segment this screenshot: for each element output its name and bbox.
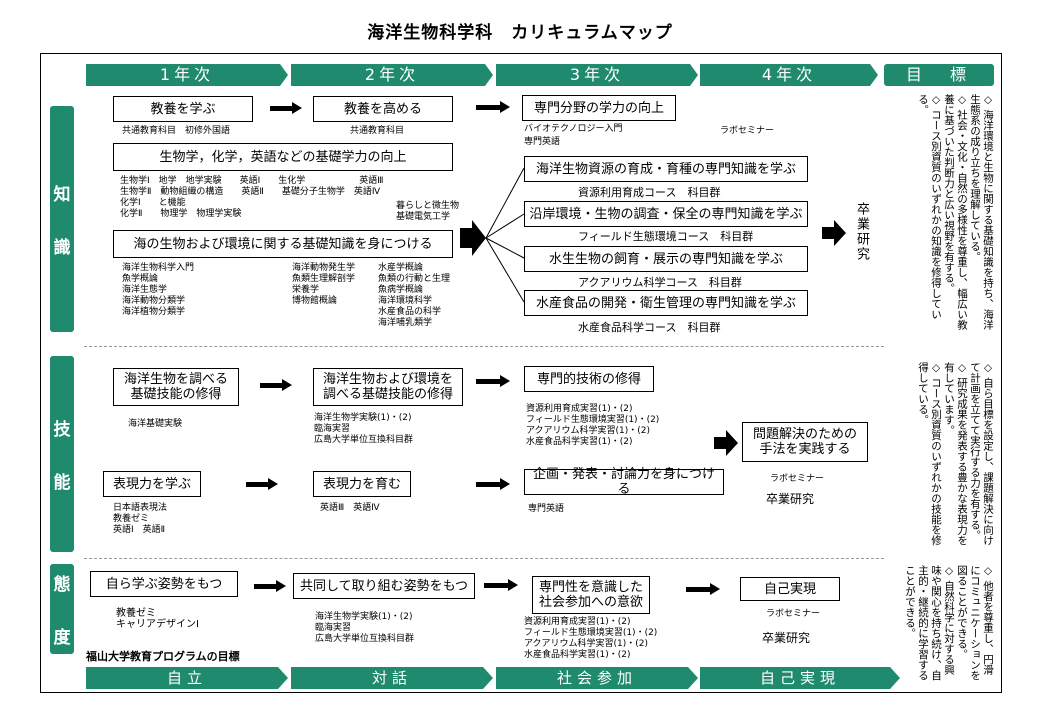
s-sub-basic: 海洋基礎実験 — [128, 419, 183, 429]
a-box-self-learning: 自ら学ぶ姿勢をもつ — [90, 571, 238, 597]
k-branch-lines — [460, 167, 525, 303]
section-attitude-char-2: 度 — [53, 628, 71, 648]
goal-skill: ◇ 自ら目標を設定し、課題解決に向けて計画を立てて実行する力を有する。 ◇ 研究… — [917, 362, 994, 546]
k-sub-advance-liberal: 共通教育科目 — [350, 126, 405, 136]
divider-1 — [84, 346, 884, 347]
k-sub-marine-basics-1: 海洋生物科学入門 魚学概論 海洋生態学 海洋動物分類学 海洋植物分類学 — [122, 263, 195, 317]
footer-banner-4: 自己実現 — [700, 667, 900, 689]
k-sub-basic-skills: 生物学Ⅰ 地学 地学実験 英語Ⅰ 生化学 英語Ⅲ 生物学Ⅱ 動物組織の構造 英語… — [120, 176, 384, 219]
k-sub-english: 専門英語 — [524, 137, 561, 147]
footer-banner-3: 社会参加 — [496, 667, 698, 689]
k-box-course-field: 沿岸環境・生物の調査・保全の専門知識を学ぶ — [524, 201, 808, 227]
s-box-tech: 専門的技術の修得 — [524, 366, 654, 392]
k-box-specialty: 専門分野の学力の向上 — [522, 95, 676, 121]
a-sub-social: 資源利用育成実習(1)・(2) フィールド生態環境実習(1)・(2) アクアリウ… — [524, 617, 658, 660]
a-sub-grad: 卒業研究 — [762, 631, 811, 645]
s-box-problem: 問題解決のための 手法を実践する — [742, 422, 868, 462]
year-header-1: 1年次 — [86, 64, 288, 86]
k-sub-biotech: バイオテクノロジー入門 — [524, 124, 623, 134]
divider-2 — [84, 558, 884, 559]
a-box-cooperate: 共同して取り組む姿勢をもつ — [293, 573, 475, 599]
year-header-4: 4年次 — [700, 64, 878, 86]
k-box-course-food: 水産食品の開発・衛生管理の専門知識を学ぶ — [524, 290, 808, 316]
footer-banner-1: 自立 — [86, 667, 288, 689]
s-sub-expression: 日本語表現法 教養ゼミ 英語Ⅰ 英語Ⅱ — [113, 503, 168, 535]
s-sub-present: 専門英語 — [528, 504, 565, 514]
goal-header: 目 標 — [884, 64, 994, 86]
k-branch-line-1 — [485, 167, 525, 239]
s-sub-tech: 資源利用育成実習(1)・(2) フィールド生態環境実習(1)・(2) アクアリウ… — [526, 404, 660, 447]
a-box-self-actualization: 自己実現 — [740, 577, 840, 601]
s-sub-expression-grow: 英語Ⅲ 英語Ⅳ — [320, 503, 380, 513]
k-sub-lab-seminar: ラボセミナー — [720, 126, 775, 136]
s-sub-grad: 卒業研究 — [766, 492, 815, 506]
k-sub-basic-skills-2: 暮らしと微生物 基礎電気工学 — [396, 201, 460, 222]
map-frame — [40, 53, 1002, 693]
k-sub-course-resource: 資源利用育成コース 科目群 — [578, 186, 721, 199]
k-sub-course-food: 水産食品科学コース 科目群 — [578, 321, 721, 334]
k-sub-liberal-arts: 共通教育科目 初修外国語 — [122, 126, 231, 136]
s-arrow-problem — [714, 430, 738, 456]
s-arrow-problem-shape — [714, 430, 738, 456]
section-knowledge-char-1: 知 — [53, 185, 71, 205]
footer-banner-2: 対話 — [291, 667, 493, 689]
k-branch-line-2 — [485, 213, 525, 239]
section-attitude-char-1: 態 — [53, 575, 71, 595]
goal-attitude: ◇ 他者を尊重し、円滑にコミュニケーションを図ることができる。 ◇ 自然科学に対… — [904, 565, 994, 681]
s-box-expression: 表現力を学ぶ — [103, 471, 201, 497]
k-grad-arrow-shape — [822, 220, 846, 246]
k-box-basic-skills: 生物学，化学，英語などの基礎学力の向上 — [113, 143, 453, 171]
s-box-expression-grow: 表現力を育む — [313, 471, 411, 497]
a-sub-self-learning: 教養ゼミ キャリアデザインⅠ — [116, 608, 199, 630]
k-grad-arrow — [822, 220, 846, 246]
section-skill-char-1: 技 — [53, 420, 71, 440]
section-skill: 技能 — [50, 356, 74, 552]
section-skill-char-2: 能 — [53, 473, 71, 493]
k-sub-marine-basics-3: 水産学概論 魚類の行動と生理 魚病学概論 海洋環境科学 水産食品の科学 海洋哺乳… — [378, 263, 451, 328]
k-box-advance-liberal: 教養を高める — [313, 96, 453, 122]
year-header-2: 2年次 — [291, 64, 493, 86]
k-box-course-resource: 海洋生物資源の育成・育種の専門知識を学ぶ — [524, 156, 808, 182]
k-branch-line-3 — [485, 237, 525, 259]
s-sub-lab-seminar: ラボセミナー — [770, 474, 825, 484]
k-box-course-aquarium: 水生生物の飼育・展示の専門知識を学ぶ — [524, 246, 808, 272]
year-header-3: 3年次 — [496, 64, 698, 86]
s-box-basic: 海洋生物を調べる 基礎技能の修得 — [113, 368, 239, 406]
k-sub-course-field: フィールド生態環境コース 科目群 — [578, 230, 754, 243]
s-box-environment: 海洋生物および環境を 調べる基礎技能の修得 — [313, 368, 463, 406]
a-sub-lab-seminar: ラボセミナー — [766, 609, 821, 619]
k-box-marine-basics: 海の生物および環境に関する基礎知識を身につける — [113, 230, 453, 258]
section-knowledge: 知識 — [50, 106, 74, 332]
goal-knowledge: ◇ 海洋環境と生物に関する基礎知識を持ち、海洋生態系の成り立ちを理解している。 … — [917, 94, 994, 330]
k-sub-course-aquarium: アクアリウム科学コース 科目群 — [578, 276, 742, 289]
k-grad-research: 卒業研究 — [854, 202, 869, 262]
page-title: 海洋生物科学科 カリキュラムマップ — [367, 23, 673, 43]
section-attitude: 態度 — [50, 564, 74, 654]
k-branch-line-4 — [485, 237, 525, 303]
a-sub-cooperate: 海洋生物学実験(1)・(2) 臨海実習 広島大学単位互換科目群 — [315, 612, 415, 644]
section-knowledge-char-2: 識 — [53, 238, 71, 258]
k-box-liberal-arts: 教養を学ぶ — [113, 96, 253, 122]
footer-label: 福山大学教育プログラムの目標 — [86, 650, 240, 663]
k-sub-marine-basics-2: 海洋動物発生学 魚類生理解剖学 栄養学 博物館概論 — [292, 263, 356, 306]
s-box-present: 企画・発表・討論力を身につける — [524, 467, 724, 497]
k-branch-arrow — [460, 220, 486, 256]
s-sub-environment: 海洋生物学実験(1)・(2) 臨海実習 広島大学単位互換科目群 — [314, 413, 414, 445]
a-box-social: 専門性を意識した 社会参加への意欲 — [532, 576, 650, 614]
